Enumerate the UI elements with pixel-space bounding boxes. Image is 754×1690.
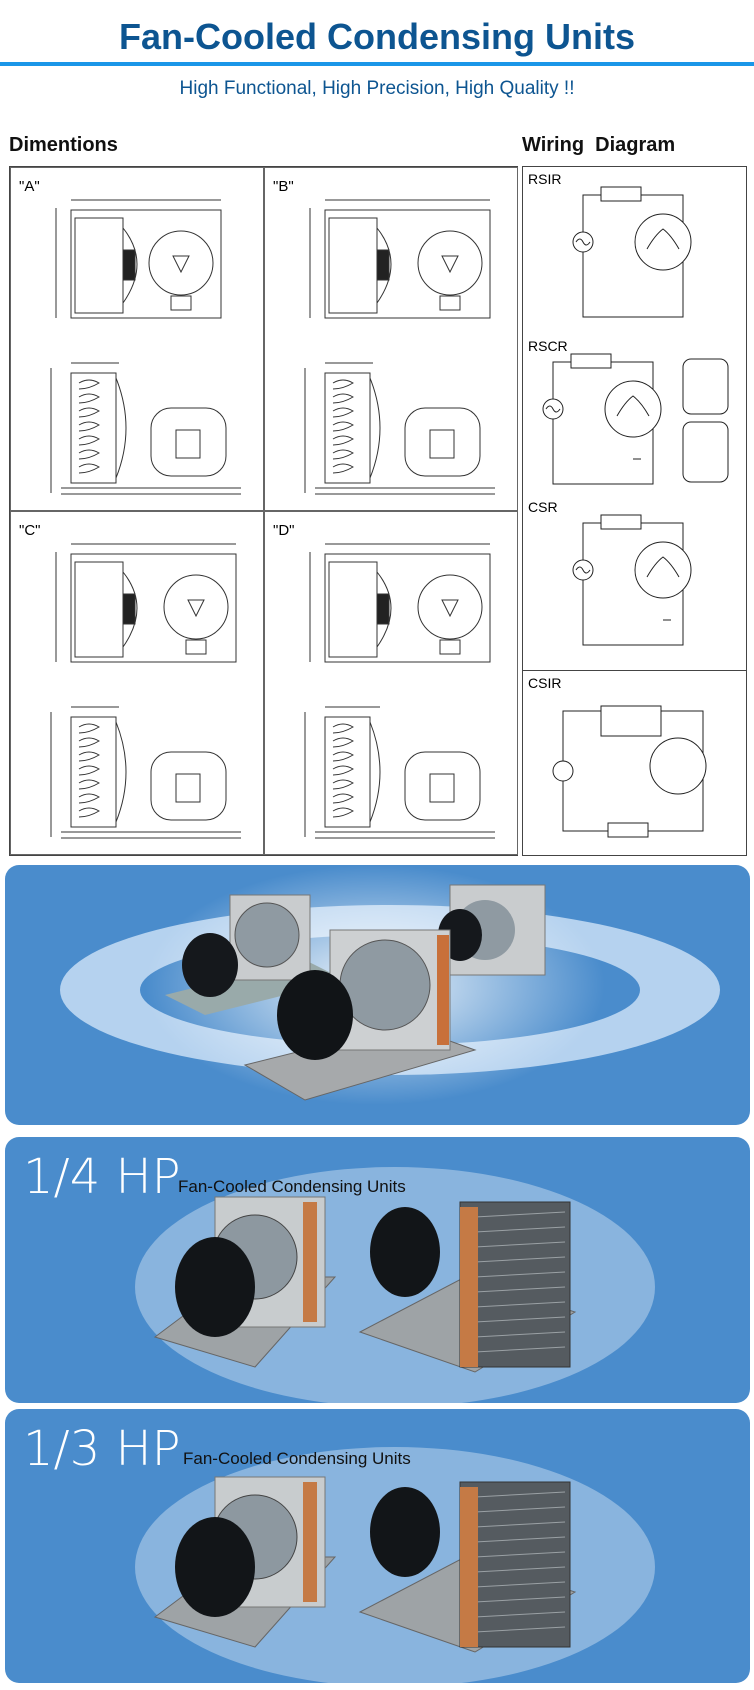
product-panel-third-hp: 1/3 HP Fan-Cooled Condensing Units (5, 1409, 750, 1683)
olp-label: OLP (4TM) (608, 842, 651, 851)
terminal-label: D2 (711, 437, 721, 446)
dimension-drawing: 370 280 100 235 15 (40, 189, 241, 495)
height-dimension: 280 (44, 252, 54, 268)
unit-front-view (153, 1196, 337, 1368)
title-divider (0, 62, 754, 66)
dimension-cell-d: 410 320 120 285 15 "D" (264, 511, 518, 855)
side-height-dimension: 285 (294, 427, 304, 443)
relay-label: CURRENT-RELAY (593, 744, 656, 753)
base-dimension: 15 (40, 475, 50, 486)
motor-label: MOTOR (673, 205, 697, 214)
circuit-type-label: RSCR (528, 338, 568, 354)
product-caption: Fan-Cooled Condensing Units (183, 1449, 411, 1468)
height-dimension: 320 (298, 596, 308, 612)
unit-front-view (153, 1476, 337, 1648)
width-dimension: 410 (145, 533, 161, 543)
pin-label: 2 (571, 696, 576, 705)
motor-label: MOTOR (688, 796, 712, 805)
product-panel-quarter-hp: 1/4 HP Fan-Cooled Condensing Units (5, 1137, 750, 1403)
product-hero-banner (5, 865, 750, 1125)
width-dimension: 410 (399, 189, 415, 199)
width-dimension: 410 (399, 533, 415, 543)
olp-label: OLP (4TM) (573, 372, 616, 381)
condensing-units-photo (60, 865, 720, 1105)
unit-front (243, 929, 477, 1101)
terminal-label: 6 (713, 377, 718, 386)
third-hp-units-photo (135, 1447, 655, 1683)
hp-rating: 1/3 HP (23, 1421, 181, 1477)
base-dimension: 15 (294, 819, 304, 830)
circuit-diagram: OLP (4TM)MOTORRELAY6SM5CR563DD2D1 (542, 353, 729, 485)
terminal-label: D1 (711, 467, 721, 476)
wiring-rscr: OLP (4TM)MOTORRELAY6SM5CR563DD2D1RSCR (523, 334, 746, 495)
dimension-cell-c: 410 320 102 285 15 "C" (10, 511, 264, 855)
unit-back (165, 894, 345, 1015)
coil-dimension: 102 (335, 351, 351, 361)
hp-rating: 1/4 HP (23, 1149, 181, 1205)
pin-label: 1 (598, 696, 603, 705)
side-height-dimension: 285 (294, 771, 304, 787)
dimensions-heading: Dimentions (9, 134, 118, 156)
circuit-type-label: RSIR (528, 171, 562, 187)
wiring-diagram-panel: OLP (4TM) MOTOR RELAY 6S M 5 RSIR OLP (4TM) MOTO… (522, 166, 747, 856)
pin-label: 5 (665, 422, 670, 431)
circuit-diagram: OLP (4TM)MOTORRELAY6SM5 (572, 186, 700, 318)
unit-right (438, 884, 546, 976)
circuit-type-label: CSIR (528, 675, 562, 691)
relay-label: RELAY (613, 618, 637, 627)
side-height-dimension: 285 (40, 771, 50, 787)
dimension-drawing: 410 320 102 285 15 (40, 533, 241, 839)
dimension-cell-a: 370 280 100 235 15 "A" (10, 167, 264, 511)
unit-label: "D" (273, 522, 295, 539)
coil-dimension: 120 (335, 695, 351, 705)
product-caption: Fan-Cooled Condensing Units (178, 1177, 406, 1196)
unit-label: "C" (19, 522, 41, 539)
relay-label: RELAY (583, 457, 607, 466)
unit-coil-view (358, 1201, 577, 1373)
pin-label: M (663, 729, 668, 738)
dimensions-table: 370 280 100 235 15 "A" 410 320 102 285 15 "B" 410 320… (9, 166, 518, 856)
terminal-label: 5 (693, 377, 698, 386)
relay-label: RELAY (613, 290, 637, 299)
wiring-heading: Wiring Diagram (522, 134, 676, 156)
dimension-drawing: 410 320 120 285 15 (294, 533, 495, 839)
pin-label: 5 (695, 255, 700, 264)
olp-label: OLP (4TM) (603, 205, 646, 214)
base-dimension: 15 (40, 819, 50, 830)
base-dimension: 15 (294, 475, 304, 486)
terminal-label: 3D (686, 442, 696, 451)
pin-label: S (668, 696, 673, 705)
dimension-cell-b: 410 320 102 285 15 "B" (264, 167, 518, 511)
side-height-dimension: 235 (40, 427, 50, 443)
motor-label: MOTOR (643, 372, 667, 381)
pin-label: 5 (695, 583, 700, 592)
wiring-rsir: OLP (4TM)MOTORRELAY6SM5RSIR (523, 167, 746, 334)
olp-label: OLP (4TM) (603, 533, 646, 542)
motor-label: MOTOR (673, 533, 697, 542)
circuit-diagram: OLP (4TM)MOTORRELAY6SM5CRCS (572, 514, 700, 646)
page-subtitle: High Functional, High Precision, High Qu… (179, 78, 575, 99)
circuit-type-label: CSR (528, 499, 558, 515)
quarter-hp-units-photo (135, 1167, 655, 1403)
unit-label: "A" (19, 178, 40, 195)
capacitor-label: CS (635, 636, 645, 645)
page-title: Fan-Cooled Condensing Units (119, 16, 635, 57)
height-dimension: 320 (44, 596, 54, 612)
coil-dimension: 102 (81, 695, 97, 705)
dimension-drawing: 410 320 102 285 15 (294, 189, 495, 495)
unit-label: "B" (273, 178, 294, 195)
wiring-csr: OLP (4TM)MOTORRELAY6SM5CRCSCSR (523, 495, 746, 670)
width-dimension: 370 (137, 189, 153, 199)
coil-dimension: 100 (81, 351, 97, 361)
capacitor-label: CS (573, 719, 583, 728)
unit-coil-view (358, 1481, 577, 1653)
height-dimension: 320 (298, 252, 308, 268)
